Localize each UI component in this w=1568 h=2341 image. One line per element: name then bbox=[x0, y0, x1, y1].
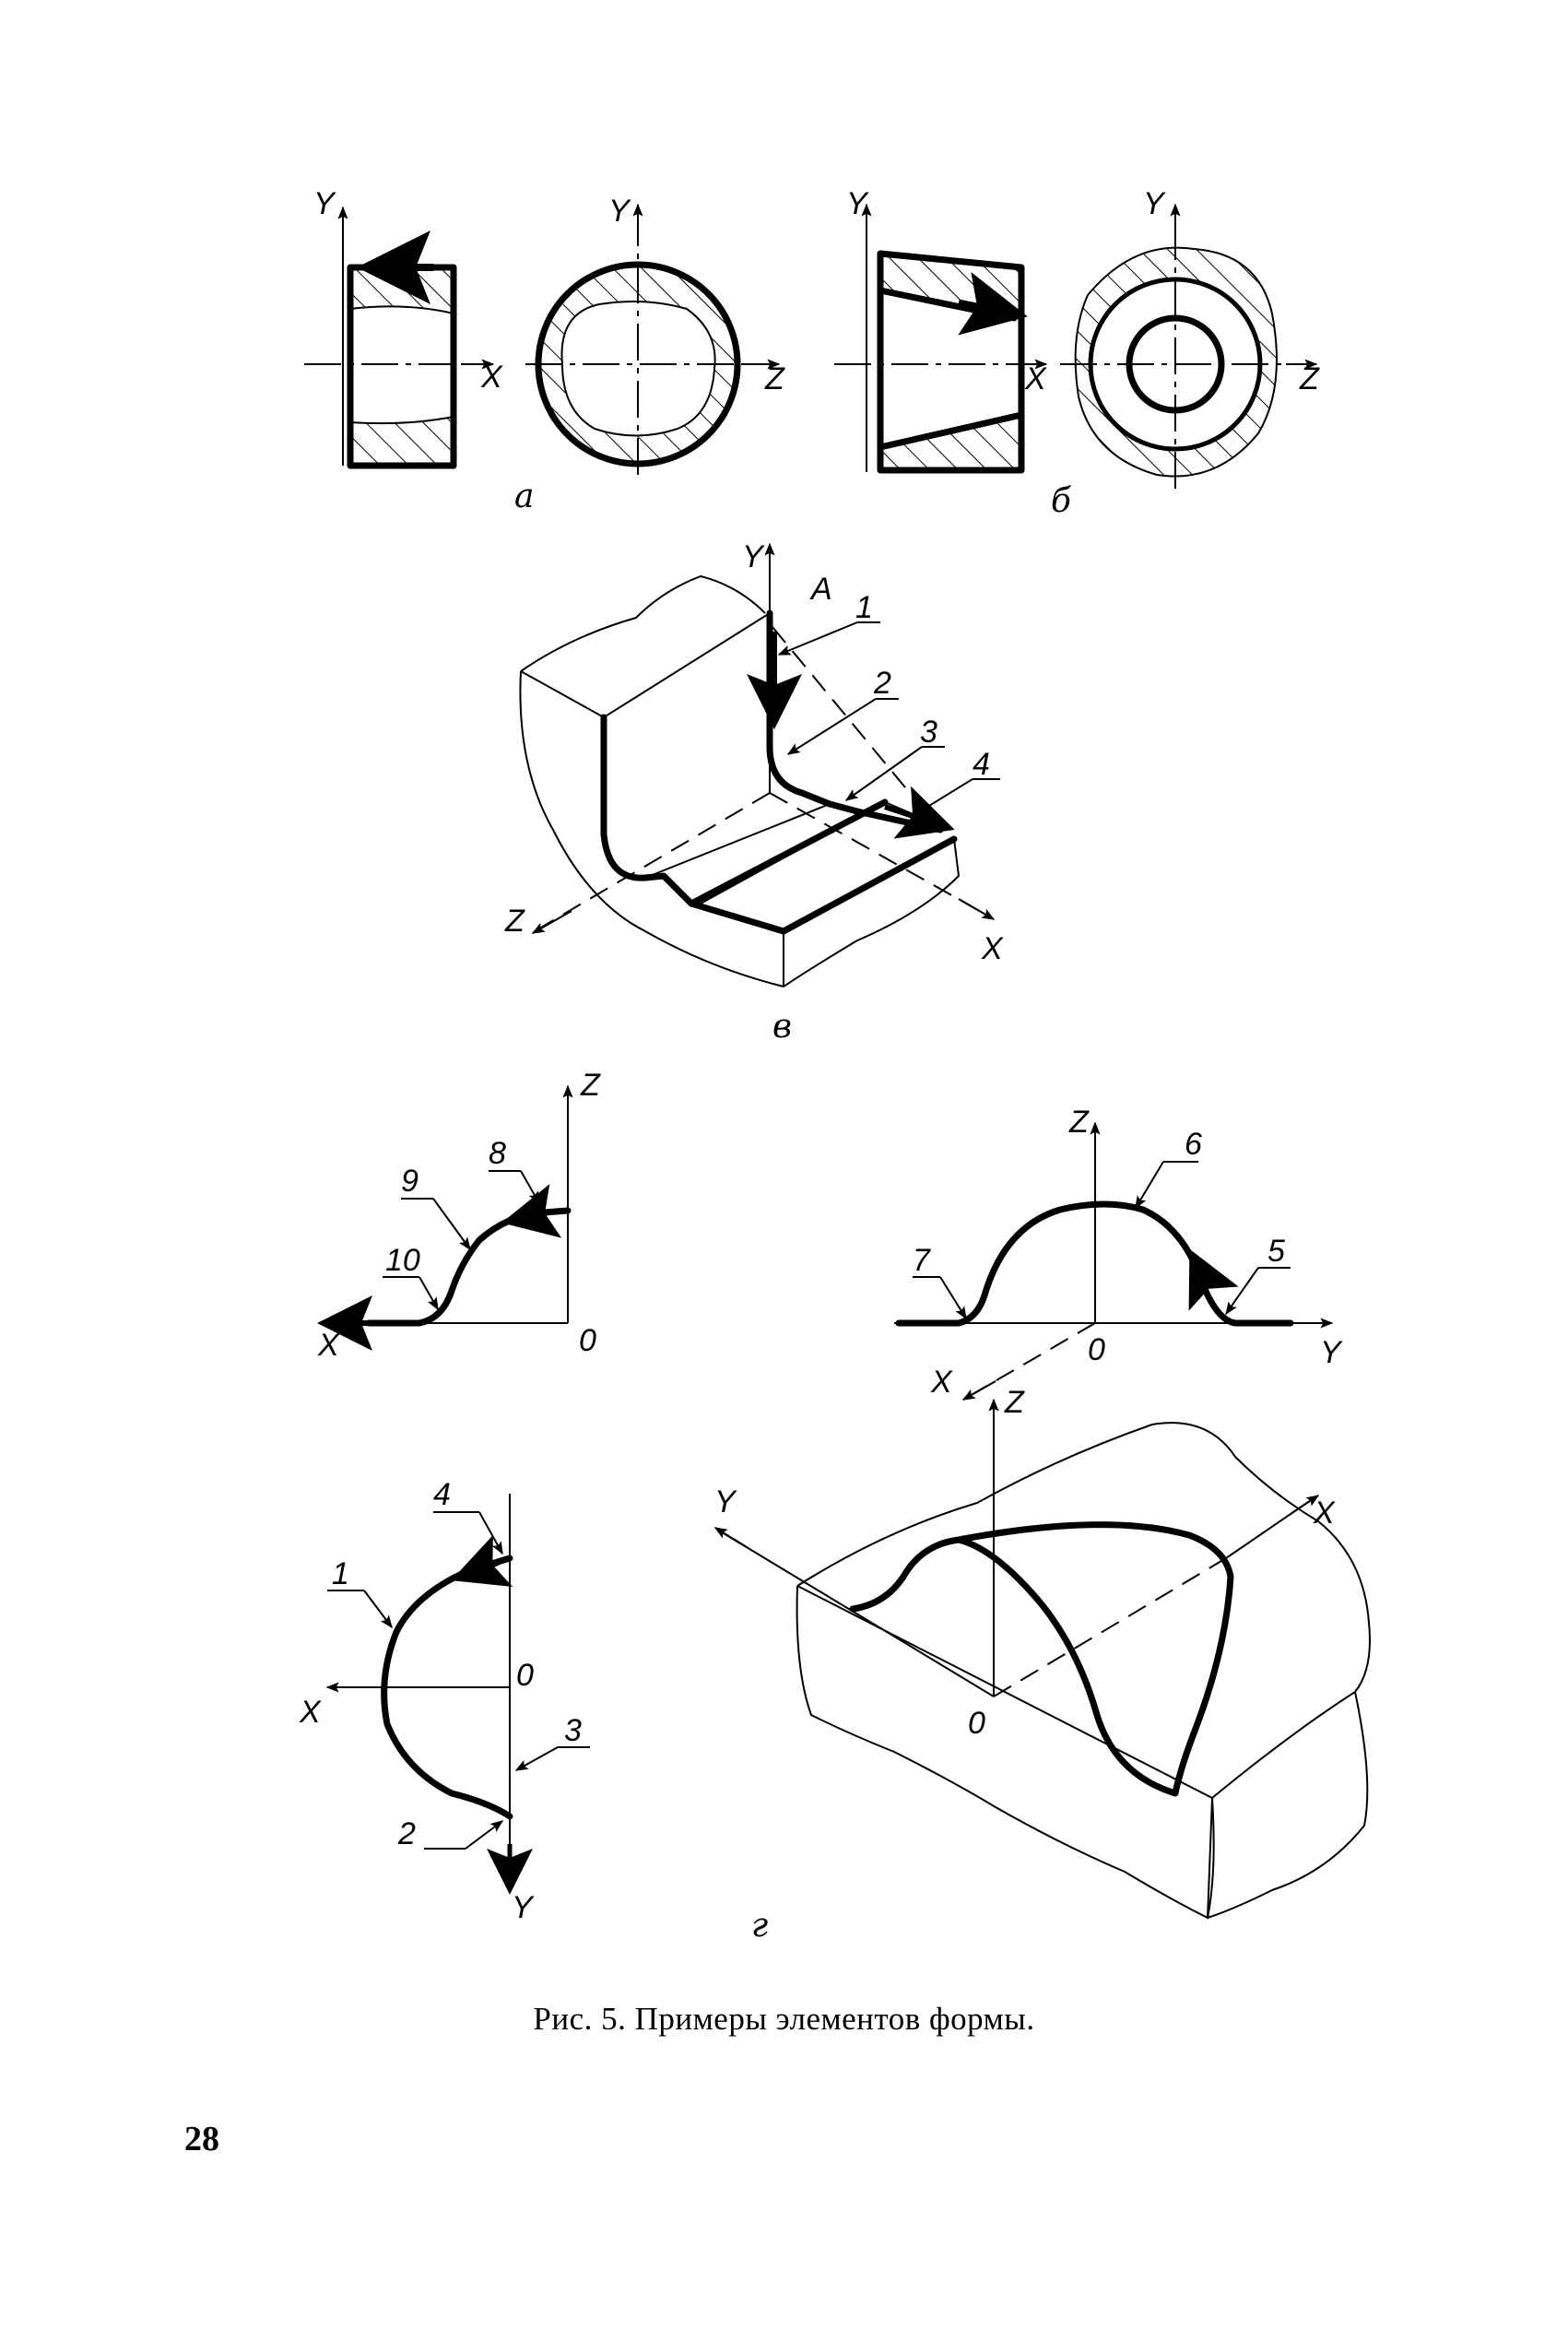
panel-v-isometric-block: Y A 1 2 3 4 Z X в bbox=[504, 539, 1004, 1046]
axis-label-z: Z bbox=[504, 904, 525, 939]
callout-10: 10 bbox=[385, 1243, 420, 1278]
callout-4: 4 bbox=[433, 1477, 451, 1512]
callout-2: 2 bbox=[873, 666, 891, 701]
panel-a-rect-section: Y X bbox=[304, 186, 503, 469]
panel-label-a: а bbox=[514, 478, 534, 515]
axis-label-x: X bbox=[480, 360, 503, 395]
axis-label-z: Z bbox=[1299, 361, 1320, 396]
axis-label-origin: 0 bbox=[968, 1706, 985, 1741]
axis-label-y: Y bbox=[846, 186, 869, 221]
callout-2: 2 bbox=[397, 1816, 416, 1851]
axis-label-x: X bbox=[981, 931, 1004, 966]
axis-label-y: Y bbox=[313, 186, 336, 221]
axis-label-x: X bbox=[1313, 1496, 1336, 1531]
axis-label-origin: 0 bbox=[1088, 1332, 1105, 1367]
callout-3: 3 bbox=[564, 1713, 582, 1748]
axis-label-x: X bbox=[930, 1365, 953, 1400]
callout-1: 1 bbox=[855, 590, 873, 625]
axis-label-y: Y bbox=[1320, 1335, 1343, 1370]
axis-label-y: Y bbox=[714, 1484, 737, 1519]
callout-5: 5 bbox=[1267, 1234, 1285, 1269]
axis-label-z: Z bbox=[1004, 1385, 1025, 1420]
panel-b-taper-section: Y X bbox=[834, 186, 1048, 474]
callout-8: 8 bbox=[489, 1136, 506, 1171]
callout-6: 6 bbox=[1185, 1127, 1202, 1162]
panel-label-v: в bbox=[772, 1008, 792, 1046]
callout-9: 9 bbox=[401, 1164, 419, 1199]
axis-label-z: Z bbox=[764, 361, 785, 396]
panel-g-xy-profile: 4 1 0 X 3 2 Y bbox=[299, 1477, 590, 1925]
callout-1: 1 bbox=[332, 1556, 349, 1591]
panel-label-b: б bbox=[1051, 482, 1072, 520]
axis-label-x: X bbox=[299, 1695, 322, 1730]
axis-label-x: X bbox=[317, 1328, 340, 1363]
callout-3: 3 bbox=[920, 715, 937, 750]
panel-a-circle-section: Y Z а bbox=[514, 194, 785, 515]
axis-label-z: Z bbox=[1068, 1105, 1090, 1140]
point-label-a: A bbox=[809, 572, 832, 607]
panel-label-g: г bbox=[751, 1907, 768, 1945]
panel-g-xz-profile: Z 8 9 10 X 0 bbox=[317, 1068, 601, 1363]
axis-label-x: X bbox=[1024, 361, 1047, 396]
axis-label-y: Y bbox=[608, 194, 631, 229]
axis-label-y: Y bbox=[742, 539, 765, 574]
axis-label-z: Z bbox=[580, 1068, 601, 1103]
callout-4: 4 bbox=[973, 747, 990, 782]
panel-b-ring-section: Y Z б bbox=[1051, 186, 1320, 520]
page-number: 28 bbox=[184, 2120, 219, 2158]
axis-label-origin: 0 bbox=[579, 1323, 596, 1358]
callout-7: 7 bbox=[913, 1243, 931, 1278]
axis-label-y: Y bbox=[1143, 186, 1166, 221]
panel-g-isometric-block: Z Y X 0 г bbox=[713, 1385, 1371, 1945]
axis-label-origin: 0 bbox=[516, 1658, 534, 1693]
panel-g-yz-profile: Z 6 5 7 0 Y X bbox=[894, 1105, 1343, 1401]
axis-label-y: Y bbox=[512, 1890, 535, 1925]
figure-caption: Рис. 5. Примеры элементов формы. bbox=[533, 2001, 1035, 2037]
